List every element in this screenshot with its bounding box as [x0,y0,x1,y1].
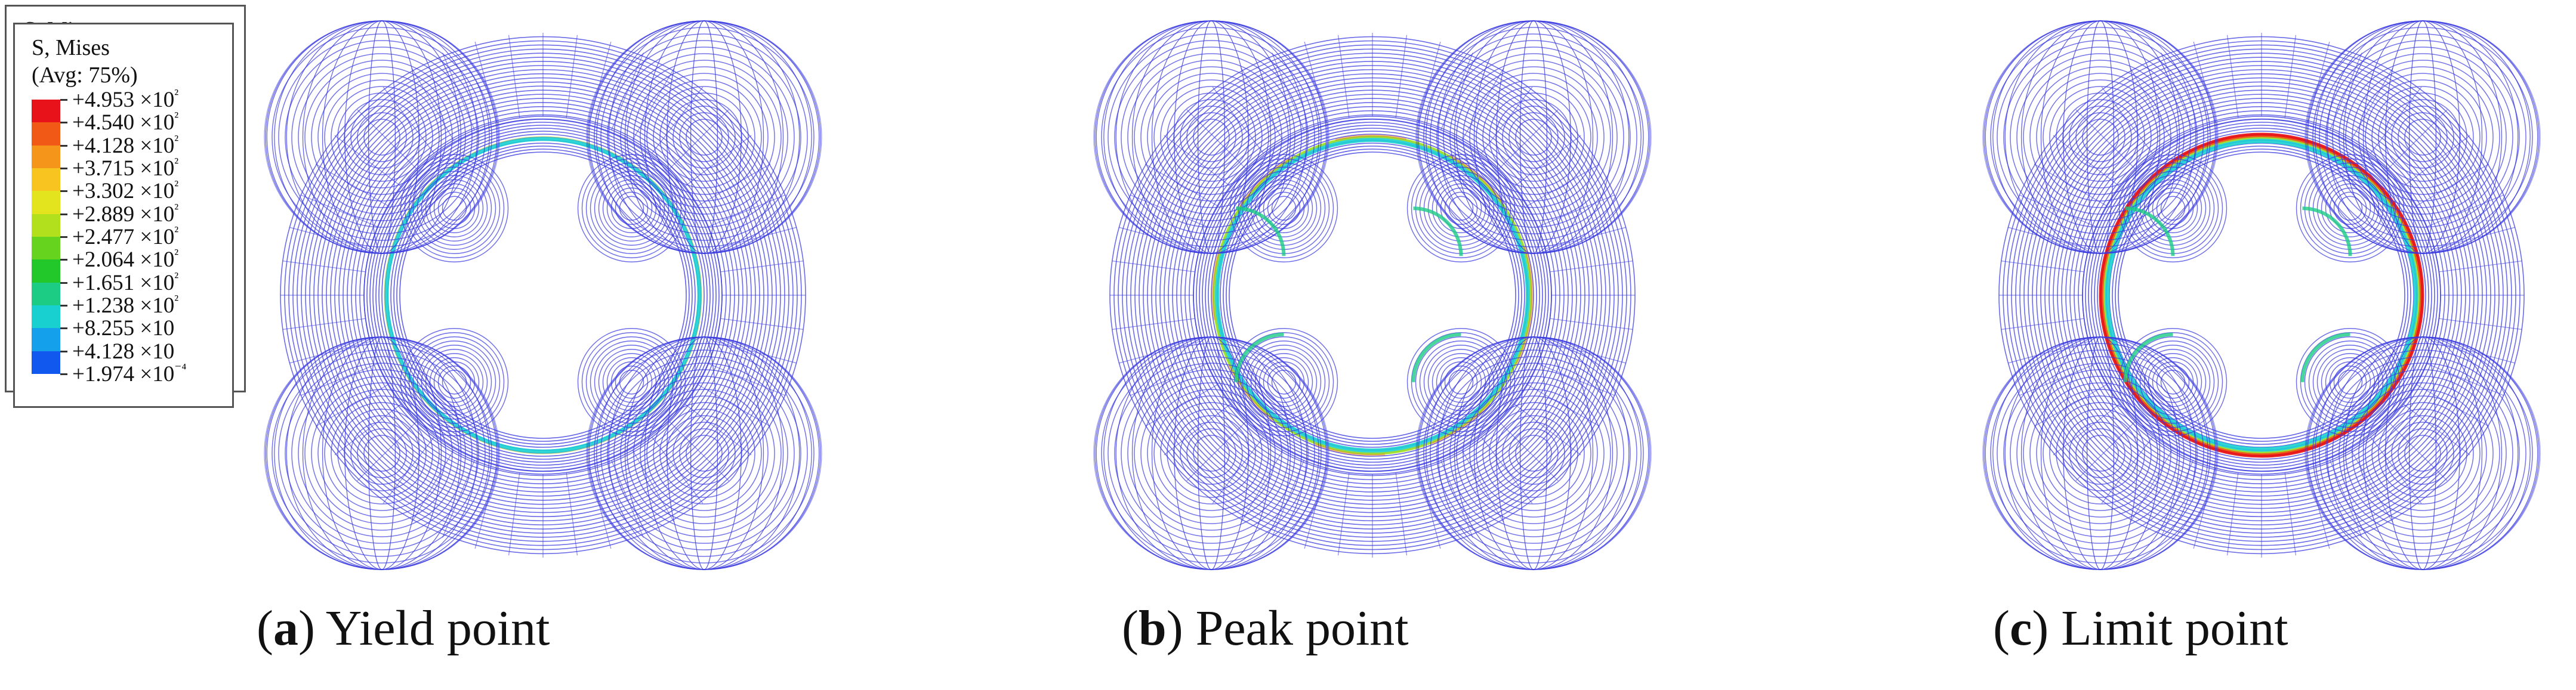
legend-tick [60,99,67,101]
mesh-contour-plot [1982,20,2541,570]
corner-sphere-mesh [577,328,822,570]
legend-tick [60,144,67,147]
ring-mesh [1998,33,2525,558]
mesh-contour-plot [264,20,822,570]
stress-band [1211,134,1534,456]
legend-value: +2.477 ×10² [72,224,179,249]
legend-tick [60,213,67,215]
legend-tick [60,122,67,124]
corner-sphere-mesh [1406,20,1652,262]
corner-sphere-mesh [1982,20,2228,262]
corner-sphere-mesh [1982,328,2228,570]
legend-value: +1.974 ×10⁻⁴ [72,361,187,386]
corner-sphere-mesh [2296,20,2541,262]
legend-color-swatch [32,214,60,237]
legend-value: +4.540 ×10² [72,110,179,135]
legend-color-swatch [32,191,60,214]
legend-value: +2.889 ×10² [72,201,179,227]
stress-band [2099,132,2424,458]
corner-sphere-mesh [264,328,509,570]
legend-value: +3.302 ×10² [72,178,179,204]
legend-value: +2.064 ×10² [72,247,179,273]
corner-sphere-mesh [1093,328,1338,570]
legend-value: +1.238 ×10² [72,292,179,318]
panel-caption: (a) Yield point [257,601,550,656]
legend-value: +3.715 ×10² [72,155,179,181]
ring-mesh [1109,33,1636,558]
corner-sphere-mesh [264,20,509,262]
legend-tick [60,327,67,330]
legend-color-swatch [32,100,60,123]
legend-tick [60,305,67,307]
legend-color-swatch [32,145,60,168]
legend-value: +1.651 ×10² [72,270,179,295]
legend-tick [60,281,67,284]
legend-tick [60,350,67,352]
legend-value: +8.255 ×10 [72,316,175,341]
legend-value: +4.128 ×10 [72,339,175,364]
legend-tick [60,168,67,169]
stress-band [384,136,702,454]
legend-color-swatch [32,305,60,329]
legend-color-swatch [32,168,60,191]
corner-sphere-mesh [2296,328,2541,570]
panel-caption: (c) Limit point [1993,601,2288,656]
legend-value: +4.128 ×10² [72,132,179,158]
legend-subtitle: (Avg: 75%) [32,63,138,88]
legend-tick [60,236,67,238]
mesh-contour-plot [1093,20,1652,570]
legend-color-swatch [32,237,60,260]
legend-color-swatch [32,259,60,283]
corner-sphere-mesh [577,20,822,262]
legend-color-swatch [32,122,60,146]
legend-color-swatch [32,351,60,374]
legend-color-swatch [32,328,60,351]
corner-sphere-mesh [1406,328,1652,570]
legend-color-swatch [32,282,60,305]
legend-value: +4.953 ×10² [72,86,179,112]
legend-tick [60,190,67,193]
legend-title: S, Mises [32,35,110,60]
ring-mesh [280,33,806,558]
panel-caption: (b) Peak point [1122,601,1409,656]
legend-tick [60,259,67,261]
legend-box: S, Mises (Avg: 75%)+4.953 ×10²+4.540 ×10²… [13,23,234,408]
legend-tick [60,373,67,375]
corner-sphere-mesh [1093,20,1338,262]
